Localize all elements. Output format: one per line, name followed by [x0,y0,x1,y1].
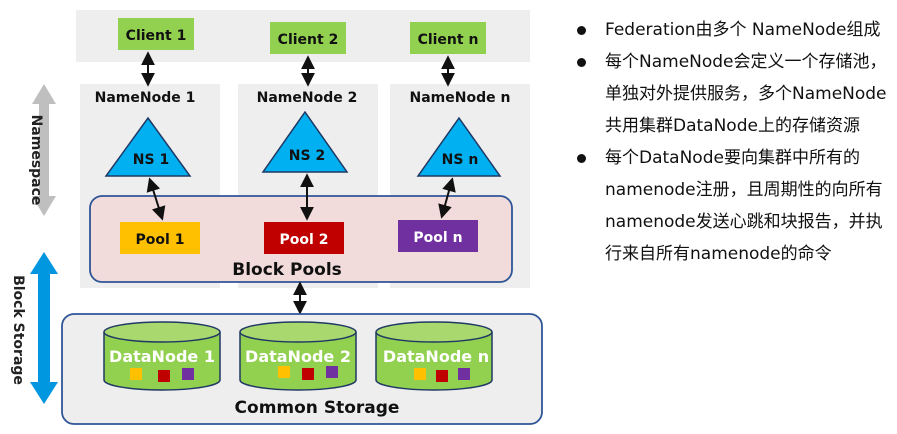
block-pools-title: Block Pools [232,260,342,280]
note-text: 每个DataNode要向集群中所有的namenode注册，且周期性的向所有nam… [605,148,883,264]
pool-2: Pool 2 [264,222,344,254]
pool-1: Pool 1 [120,222,200,254]
client-n: Client n [410,22,486,54]
note-item: Federation由多个 NameNode组成 [577,14,892,46]
datanode-1-block-yellow [130,368,142,380]
client-2-label: Client 2 [278,32,339,48]
datanode-n-block-red [436,370,448,382]
datanode-1: DataNode 1 [103,321,221,391]
namenode-1-label: NameNode 1 [95,90,196,106]
connector-arrows [141,51,456,315]
arrow-ns1-pool1 [146,177,166,221]
datanode-2-block-purple [326,366,338,378]
common-storage-title: Common Storage [235,398,400,418]
block-storage-side-label: Block Storage [10,275,26,385]
pool-n-label: Pool n [413,230,462,246]
datanode-2-block-red [302,368,314,380]
client-1: Client 1 [118,18,194,50]
pool-2-label: Pool 2 [280,232,329,248]
pool-1-label: Pool 1 [136,232,185,248]
datanode-1-block-red [158,370,170,382]
bullet-icon [577,26,586,35]
note-item: 每个NameNode会定义一个存储池，单独对外提供服务，多个NameNode共用… [577,46,892,142]
ns-2: NS 2 [261,110,349,173]
ns-n: NS n [416,116,502,177]
namespace-side-label: Namespace [28,115,44,206]
datanode-n: DataNode n [375,321,493,391]
namenode-2-label: NameNode 2 [257,90,358,106]
ns-1: NS 1 [104,116,192,177]
datanode-2: DataNode 2 [239,321,357,391]
namespace-side-arrow [32,84,56,216]
datanode-2-block-yellow [278,366,290,378]
datanode-1-block-purple [182,368,194,380]
datanode-n-label: DataNode n [383,347,489,366]
arrow-nsn-pooln [438,177,456,219]
namenode-n-label: NameNode n [410,90,511,106]
client-n-label: Client n [418,32,479,48]
datanode-1-label: DataNode 1 [109,347,215,366]
pool-n: Pool n [398,220,478,252]
client-2: Client 2 [270,22,346,54]
ns-1-label: NS 1 [133,152,169,168]
bullet-icon [577,58,586,67]
ns-n-label: NS n [442,152,479,168]
datanode-n-block-purple [458,368,470,380]
ns-2-label: NS 2 [289,148,325,164]
datanode-2-label: DataNode 2 [245,347,351,366]
note-text: 每个NameNode会定义一个存储池，单独对外提供服务，多个NameNode共用… [605,52,887,136]
block-storage-side-arrow [30,252,58,404]
client-1-label: Client 1 [126,28,187,44]
notes-list: Federation由多个 NameNode组成 每个NameNode会定义一个… [577,14,892,270]
datanode-n-block-yellow [414,368,426,380]
federation-diagram: Namespace Block Storage Client 1 Client … [10,10,543,425]
bullet-icon [577,154,586,163]
note-item: 每个DataNode要向集群中所有的namenode注册，且周期性的向所有nam… [577,142,892,270]
note-text: Federation由多个 NameNode组成 [605,20,881,40]
